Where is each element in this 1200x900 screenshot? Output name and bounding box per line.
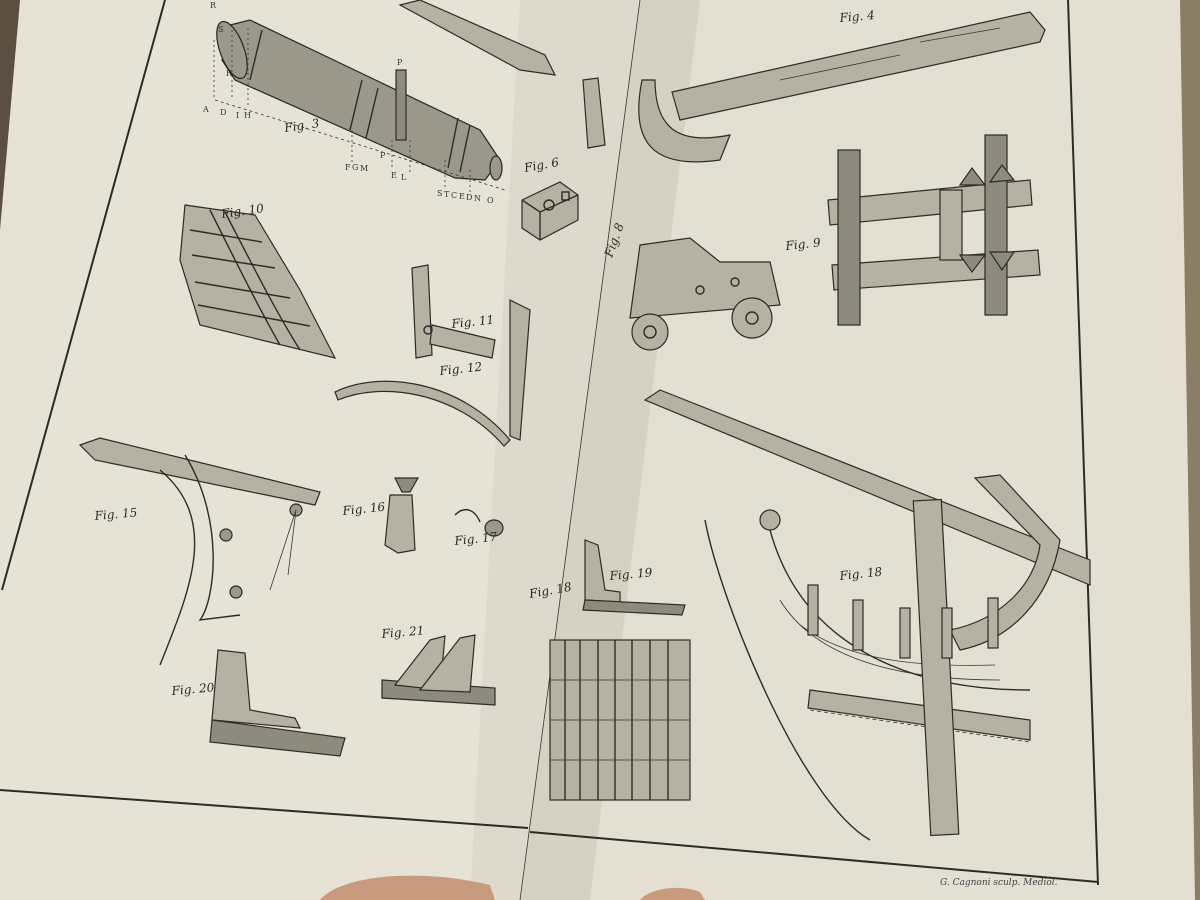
fig12-label: Fig. 12 [438, 360, 483, 378]
plank-fragment-top [398, 0, 557, 76]
fig9-label: Fig. 9 [784, 235, 822, 253]
right-plate-border-bottom [529, 831, 1099, 883]
fig11-label: Fig. 11 [450, 313, 495, 331]
cannon-letter: L [401, 173, 407, 182]
fig17-hook-drawing [454, 508, 504, 537]
left-page [0, 0, 640, 900]
cannon-bottom-letters: A D I H F G M E L S T C E D N O [202, 105, 494, 205]
fig3-label: Fig. 3 [282, 116, 320, 135]
fig8-gun-carriage-drawing [629, 237, 781, 351]
engraver-credit: G. Cagnoni sculp. Mediol. [940, 878, 1058, 888]
fig20-knee-drawing [209, 649, 346, 757]
right-plate-border-right [1067, 0, 1099, 886]
fig6-label: Fig. 6 [522, 155, 560, 175]
cannon-letter: H [244, 111, 251, 120]
cannon-letter: D [466, 193, 472, 202]
cannon-letter: S [437, 189, 442, 198]
left-plate-border-left [1, 0, 166, 591]
fig10-planking-drawing [179, 204, 337, 359]
fig19-label: Fig. 19 [608, 565, 653, 583]
fig21-bitts-drawing [381, 634, 496, 706]
thumb [320, 875, 495, 900]
fig3-cannon-drawing [213, 19, 506, 195]
cannon-letter-p-lower: P [380, 151, 386, 160]
cannon-letter-r: R [226, 69, 233, 78]
cannon-letter: E [459, 192, 465, 201]
left-page-gutter-shadow [470, 0, 640, 900]
cannon-letter-r-top: R [210, 1, 217, 10]
cannon-letter: M [360, 164, 368, 173]
fig16-post-drawing [384, 477, 420, 554]
fig19-knee-drawing [582, 539, 686, 616]
fingertip [640, 887, 705, 900]
fig20-label: Fig. 20 [170, 680, 215, 698]
cannon-letter: E [391, 171, 397, 180]
left-plate-border-bottom [0, 789, 529, 829]
fig11-spar-drawing [411, 264, 496, 359]
cannon-letter: D [220, 108, 226, 117]
fig16-label: Fig. 16 [341, 500, 386, 519]
fig4-label: Fig. 4 [838, 8, 875, 25]
fig18-label: Fig. 18 [838, 565, 883, 584]
cannon-letter: N [474, 194, 481, 203]
fig15-davit-drawing [78, 437, 321, 666]
fig15-label: Fig. 15 [93, 505, 138, 523]
cannon-letter: O [487, 196, 494, 205]
cannon-letter-s: S [218, 25, 223, 34]
small-plank-fragment [582, 77, 606, 149]
fig4-plank-drawing [671, 11, 1046, 121]
cannon-letter: C [451, 191, 457, 200]
fig17-label: Fig. 17 [453, 530, 498, 549]
fig6-block-drawing [521, 181, 579, 241]
fig18-bow-drawing [704, 474, 1061, 841]
stem-fragment-drawing [638, 79, 731, 163]
fig10-label: Fig. 10 [219, 201, 265, 221]
cannon-letter: G [352, 163, 358, 172]
cannon-letter: T [444, 190, 450, 199]
cannon-letter: A [202, 105, 209, 114]
cannon-letter: I [236, 111, 239, 120]
fig12-curved-timber-drawing [334, 299, 531, 447]
cannon-letter: F [345, 163, 351, 172]
book-gutter [519, 0, 641, 900]
grating-drawing [549, 639, 691, 801]
fig21-label: Fig. 21 [380, 623, 425, 641]
fig9-carriage-frame-drawing [827, 134, 1041, 326]
cannon-letter-p-upper: P [397, 58, 403, 67]
